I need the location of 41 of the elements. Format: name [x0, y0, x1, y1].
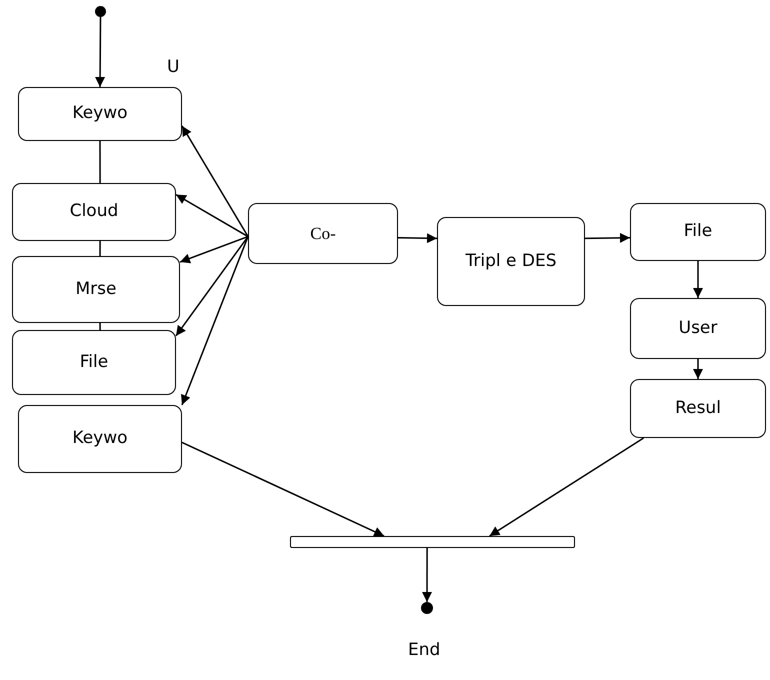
connector-line: [99, 141, 101, 183]
node-caption: U: [167, 57, 180, 77]
end-dot: [421, 602, 433, 614]
state-box: [12, 183, 176, 241]
arrow: [180, 236, 248, 264]
connector-line: [99, 241, 101, 256]
state-box: [630, 298, 766, 359]
state-label: Co-: [310, 222, 336, 244]
state-box: [18, 405, 182, 473]
arrow: [182, 442, 384, 537]
arrow: [95, 17, 106, 87]
join-bar: [290, 536, 575, 548]
state-label: Resul: [675, 398, 721, 420]
arrow: [175, 236, 249, 336]
arrow: [422, 548, 432, 602]
state-box: [248, 203, 398, 264]
arrow: [176, 194, 248, 238]
state-box: [18, 87, 182, 141]
state-label: Mrse: [76, 278, 116, 300]
arrow: [489, 437, 644, 537]
arrow: [693, 261, 703, 298]
state-label: User: [678, 318, 718, 340]
arrow: [181, 236, 249, 406]
state-label: File: [80, 352, 108, 374]
state-box: [12, 330, 176, 395]
state-label: Tripl e DES: [465, 250, 556, 272]
state-label: File: [684, 221, 712, 243]
state-box: [437, 217, 585, 306]
node-caption: End: [408, 640, 440, 660]
state-box: [630, 203, 766, 261]
start-dot: [95, 6, 106, 17]
arrow: [398, 233, 438, 244]
connector-line: [99, 323, 101, 330]
state-label: Keywo: [72, 103, 128, 125]
state-box: [630, 379, 766, 438]
arrow: [584, 232, 630, 243]
state-label: Cloud: [70, 201, 118, 223]
arrow: [693, 359, 703, 379]
state-box: [12, 256, 180, 323]
arrow: [181, 126, 249, 237]
state-label: Keywo: [72, 428, 128, 450]
